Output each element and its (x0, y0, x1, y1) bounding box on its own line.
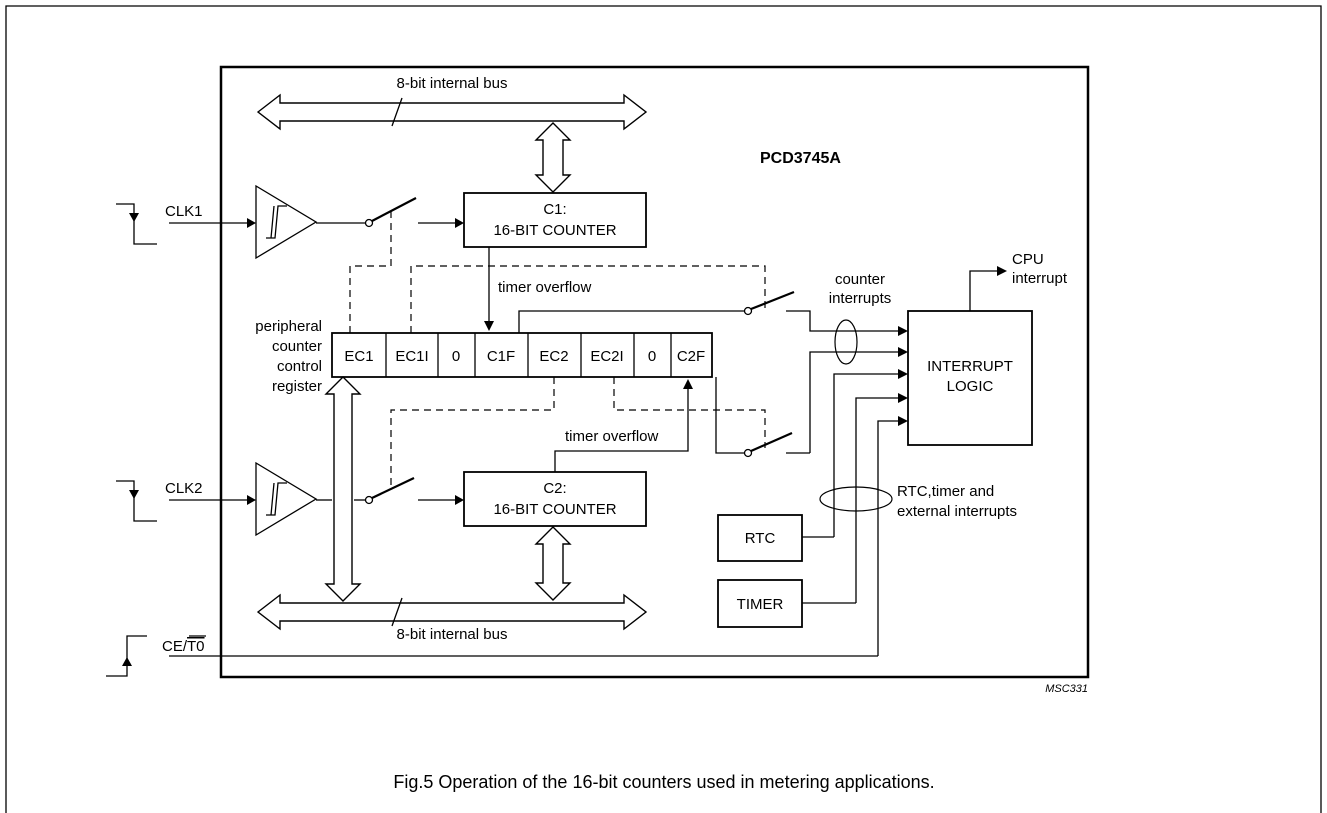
top-bus-label: 8-bit internal bus (397, 75, 508, 92)
c1-subtitle: 16-BIT COUNTER (493, 222, 616, 239)
cpu-interrupt-line2: interrupt (1012, 270, 1068, 287)
c2-bus-arrow (534, 526, 572, 601)
bottom-bus-label: 8-bit internal bus (397, 626, 508, 643)
switch-bottom-blade (750, 431, 793, 453)
rtc-label: RTC (745, 530, 776, 547)
c1f-interrupt-line (518, 310, 744, 333)
switch-2-pivot (364, 495, 374, 505)
ec2i-control-line (613, 377, 766, 448)
figure-id: MSC331 (1045, 683, 1088, 695)
control-register (331, 332, 713, 378)
timer-overflow-2: timer overflow (565, 428, 659, 445)
counter-interrupts-line2: interrupts (829, 290, 892, 307)
chip-outline (219, 65, 1090, 679)
chip-name: PCD3745A (760, 150, 841, 167)
bus-to-c1-arrow (534, 122, 572, 193)
interrupt-logic-box (907, 310, 1033, 446)
reg-cell-ec1: EC1 (344, 348, 373, 365)
switch-2-blade (371, 477, 415, 499)
ec1i-control-line (410, 265, 766, 333)
c2-subtitle: 16-BIT COUNTER (493, 501, 616, 518)
switch-1-blade (371, 197, 417, 222)
c2-counter-box (463, 471, 647, 527)
reg-cell-ec1i: EC1I (395, 348, 428, 365)
reg-cell-zero-1: 0 (452, 348, 460, 365)
clk2-label: CLK2 (165, 480, 203, 497)
reg-cell-zero-2: 0 (648, 348, 656, 365)
reg-cell-ec2i: EC2I (590, 348, 623, 365)
cpu-interrupt-line1: CPU (1012, 251, 1044, 268)
rtc-timer-ext-line2: external interrupts (897, 503, 1017, 520)
ce-label-prefix: CE/ (162, 638, 188, 655)
register-label-line1: peripheral (255, 318, 322, 335)
figure-caption: Fig.5 Operation of the 16-bit counters u… (393, 772, 934, 792)
svg-text:CE/T0: CE/T0 (162, 638, 205, 655)
c1-counter-box (463, 192, 647, 248)
interrupt-logic-line1: INTERRUPT (927, 358, 1013, 375)
ce-label-overbar: T0 (187, 638, 205, 655)
switch-top-blade (750, 290, 795, 311)
top-internal-bus (256, 93, 648, 131)
switch-1-pivot (364, 218, 374, 228)
schmitt-trigger-1 (255, 184, 318, 260)
cpu-interrupt-line (969, 270, 998, 311)
counter-interrupts-line1: counter (835, 271, 885, 288)
rtc-box (717, 514, 803, 562)
register-label-line2: counter (272, 338, 322, 355)
register-label-line4: register (272, 378, 322, 395)
ce-waveform (106, 635, 147, 677)
clk2-waveform (116, 480, 157, 522)
timer-overflow-1: timer overflow (498, 279, 592, 296)
page-border (5, 5, 1322, 813)
reg-cell-c2f: C2F (677, 348, 705, 365)
interrupt-logic-line2: LOGIC (947, 378, 994, 395)
c2-title: C2: (543, 480, 566, 497)
reg-cell-ec2: EC2 (539, 348, 568, 365)
counter-interrupts-bracket (834, 319, 858, 365)
register-bus-arrow (324, 376, 362, 602)
timer-overflow-2-line (554, 388, 689, 472)
rtc-timer-ext-line1: RTC,timer and (897, 483, 994, 500)
schmitt-trigger-2 (255, 461, 318, 537)
timer-label: TIMER (737, 596, 784, 613)
ec1-control-line (349, 211, 392, 333)
c1-title: C1: (543, 201, 566, 218)
register-label-line3: control (277, 358, 322, 375)
reg-cell-c1f: C1F (487, 348, 515, 365)
ec2-control-line (390, 377, 555, 489)
clk1-waveform (116, 203, 157, 245)
timer-box (717, 579, 803, 628)
clk1-label: CLK1 (165, 203, 203, 220)
rtc-timer-bracket (819, 486, 893, 512)
bottom-internal-bus (256, 593, 648, 631)
c2f-interrupt-line (715, 377, 744, 454)
